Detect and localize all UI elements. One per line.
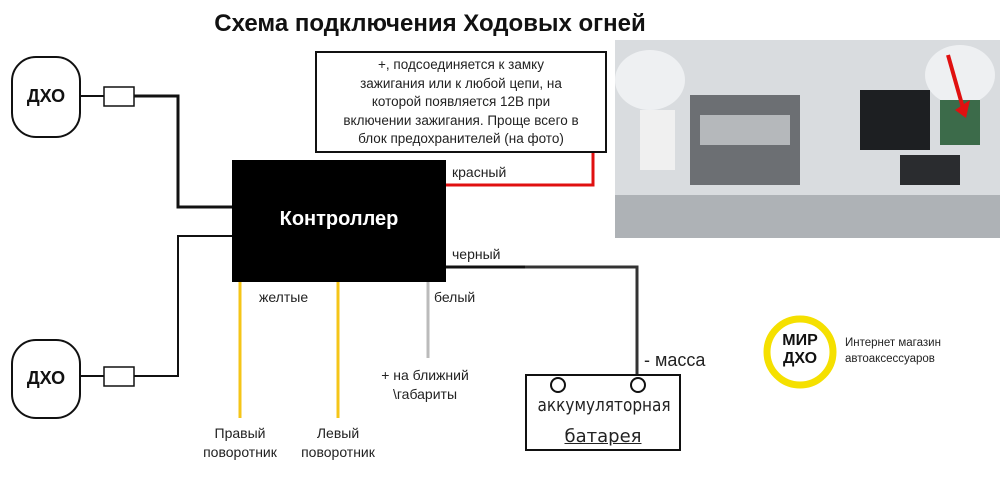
wire-drl-top	[134, 94, 232, 209]
ground-label: - масса	[644, 350, 706, 370]
text-line: Правый	[214, 425, 266, 441]
info-box: +, подсоединяется к замку зажигания или …	[318, 56, 604, 149]
text-line: Левый	[316, 425, 360, 441]
white-wire-label: белый	[434, 289, 476, 305]
logo-line: МИР	[782, 332, 818, 349]
logo-line: ДХО	[782, 350, 818, 367]
info-line: зажигания или к любой цепи, на	[360, 75, 562, 91]
info-line: включении зажигания. Проще всего в	[343, 112, 579, 128]
connector-top	[103, 86, 135, 107]
white-wire-target: + на ближний \габариты	[360, 366, 490, 404]
yellow-wire-label: желтые	[259, 289, 309, 305]
controller-label: Контроллер	[279, 208, 399, 230]
battery-minus-icon	[630, 377, 646, 393]
drl-top: ДХО	[26, 86, 66, 106]
red-wire-label: красный	[452, 164, 507, 180]
text-line: + на ближний	[381, 367, 469, 383]
text-line: поворотник	[203, 444, 277, 460]
battery-line2: батарея	[564, 426, 642, 447]
right-turn-label: Правый поворотник	[190, 424, 290, 462]
wire-black	[525, 265, 639, 374]
left-turn-label: Левый поворотник	[288, 424, 388, 462]
drl-bottom-shape	[11, 339, 81, 419]
connector-bottom	[103, 366, 135, 387]
info-box-frame	[315, 51, 607, 153]
wire-drl-bottom	[134, 235, 232, 377]
tagline-line: Интернет магазин	[845, 337, 941, 349]
logo-ring	[763, 315, 837, 389]
info-line: +, подсоединяется к замку	[378, 57, 544, 72]
text-line: \габариты	[392, 386, 458, 402]
logo-tagline: Интернет магазин автоаксессуаров	[845, 335, 941, 367]
controller-box	[232, 160, 446, 282]
engine-photo	[615, 40, 1000, 238]
diagram-title: Схема подключения Ходовых огней	[214, 10, 646, 37]
tagline-line: автоаксессуаров	[845, 353, 935, 365]
wire-red	[446, 152, 595, 187]
logo-text: МИР ДХО	[767, 332, 833, 368]
info-line: которой появляется 12В при	[371, 94, 551, 109]
black-wire-label: черный	[452, 246, 501, 262]
info-line: блок предохранителей (на фото)	[358, 131, 564, 146]
battery-plus-icon	[550, 377, 566, 393]
battery-line1: аккумуляторная	[537, 395, 671, 416]
drl-bottom: ДХО	[26, 368, 66, 388]
text-line: поворотник	[301, 444, 375, 460]
